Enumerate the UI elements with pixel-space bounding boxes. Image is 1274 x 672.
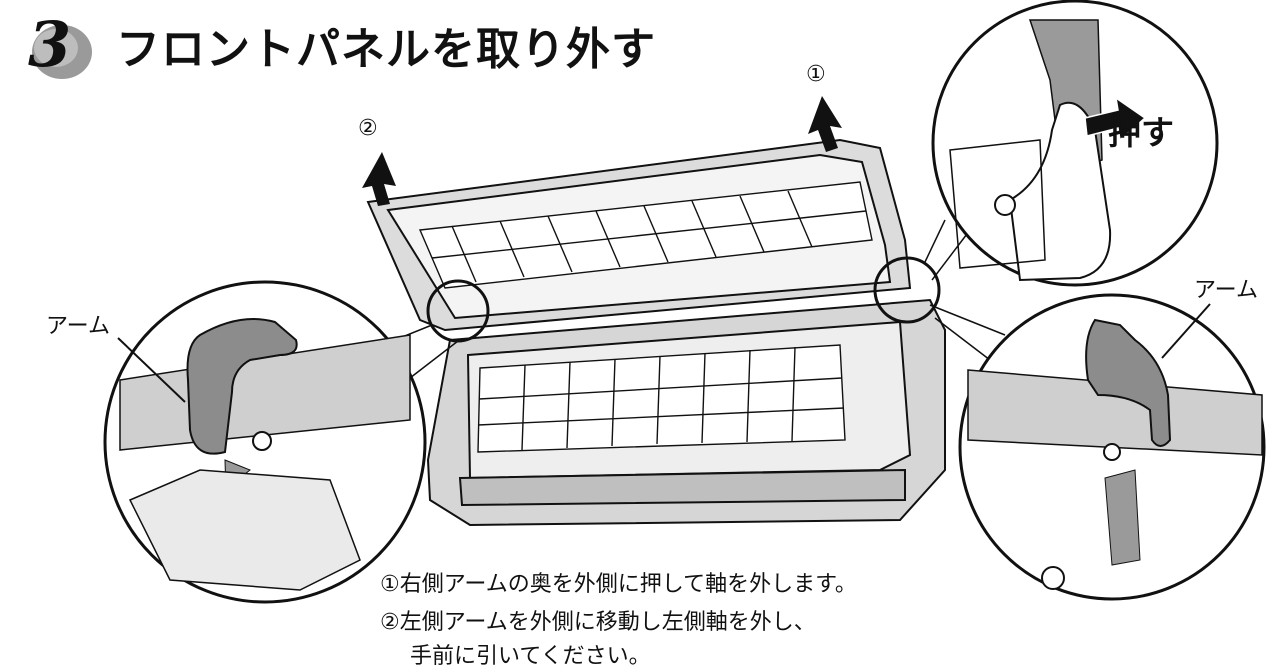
marker-2: ② — [358, 116, 378, 141]
right-arm-zoom — [958, 293, 1266, 601]
front-panel — [366, 138, 912, 332]
instruction-line-3: 手前に引いてください。 — [410, 644, 651, 669]
arm-label-right: アーム — [1194, 278, 1259, 303]
left-arm-leader — [117, 337, 186, 403]
unit-filter-grid — [477, 344, 846, 453]
panel-filter-grid — [418, 181, 873, 289]
indoor-unit-body — [426, 298, 946, 527]
push-arrow — [1084, 96, 1147, 142]
instruction-line-1: ①右側アームの奥を外側に押して軸を外します。 — [380, 572, 857, 597]
arm-label-left: アーム — [46, 314, 111, 339]
right-arm-highlight — [873, 256, 941, 324]
step-number: 3 — [28, 8, 72, 81]
push-label: 押す — [1108, 113, 1174, 152]
lift-arrow-2 — [362, 152, 396, 206]
lift-arrow-1 — [808, 96, 842, 152]
left-arm-zoom — [103, 280, 427, 604]
page-title: フロントパネルを取り外す — [116, 24, 656, 75]
right-arm-leader — [1161, 303, 1211, 359]
marker-1: ① — [806, 62, 826, 87]
push-zoom — [931, 0, 1219, 287]
instruction-line-2: ②左側アームを外側に移動し左側軸を外し、 — [380, 610, 816, 635]
step-badge — [32, 25, 92, 79]
